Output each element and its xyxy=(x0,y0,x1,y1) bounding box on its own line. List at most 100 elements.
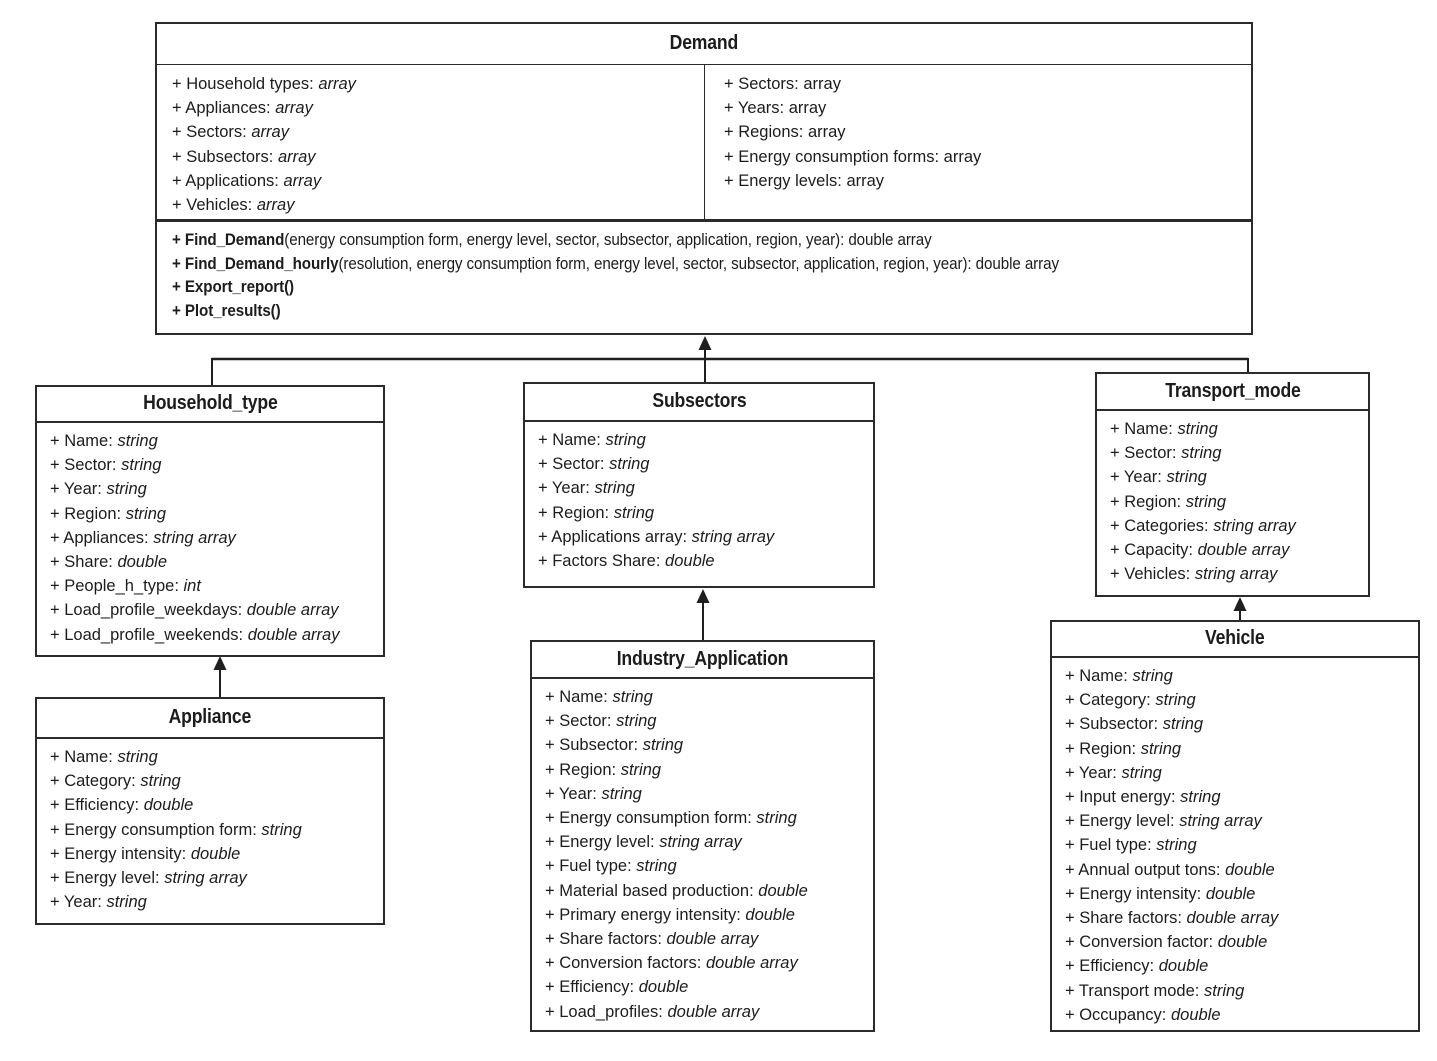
class-title-text: Industry_Application xyxy=(616,648,789,670)
attribute-type: double array xyxy=(1186,909,1279,928)
attribute-type: double array xyxy=(666,930,759,949)
class-vehicle-title: Vehicle xyxy=(1052,622,1418,658)
attribute-row: + Region:string xyxy=(1110,490,1364,514)
attribute-label: + Vehicles: xyxy=(172,196,253,215)
method-row: + Plot_results() xyxy=(172,300,1161,324)
class-industry-application: Industry_Application + Name:string + Sec… xyxy=(530,640,875,1032)
attribute-label: + Factors Share: xyxy=(538,552,661,571)
demand-attributes-right: + Sectors:array + Years:array + Regions:… xyxy=(705,65,1251,219)
attribute-row: + Share:double xyxy=(50,550,379,574)
attribute-type: array xyxy=(283,171,322,190)
attribute-row: + Vehicles:string array xyxy=(1110,562,1364,586)
attribute-type: string xyxy=(106,480,147,499)
attribute-row: + Sector:string xyxy=(538,452,869,476)
attribute-type: string array xyxy=(153,528,236,547)
attribute-label: + Efficiency: xyxy=(545,978,635,997)
attribute-row: + Load_profile_weekdays:double array xyxy=(50,598,379,622)
attribute-row: + Region:string xyxy=(538,501,869,525)
attribute-label: + Energy levels: xyxy=(724,171,842,190)
method-name: + Export_report() xyxy=(172,278,295,296)
attribute-row: + Annual output tons:double xyxy=(1065,858,1414,882)
attribute-label: + Name: xyxy=(545,688,608,706)
attribute-row: + Vehicles:array xyxy=(172,193,700,217)
attribute-type: string xyxy=(1203,981,1245,1000)
attribute-label: + Share: xyxy=(50,553,113,572)
attribute-label: + Conversion factors: xyxy=(545,954,702,973)
attribute-type: int xyxy=(183,577,201,596)
class-industry-application-attributes: + Name:string + Sector:string + Subsecto… xyxy=(532,679,873,1024)
attribute-row: + Energy levels:array xyxy=(724,169,1247,193)
attribute-label: + Household types: xyxy=(172,75,314,93)
attribute-label: + Subsectors: xyxy=(172,147,274,166)
class-demand: Demand + Household types:array + Applian… xyxy=(155,22,1253,335)
method-name: + Plot_results() xyxy=(172,301,281,320)
class-transport-mode-attributes: + Name:string + Sector:string + Year:str… xyxy=(1097,411,1368,586)
attribute-label: + Sector: xyxy=(538,455,605,474)
attribute-row: + Years:array xyxy=(724,96,1247,120)
attribute-type: string array xyxy=(1194,565,1278,584)
attribute-type: array xyxy=(803,75,841,93)
class-title-text: Household_type xyxy=(142,392,278,414)
attribute-row: + Capacity:double array xyxy=(1110,538,1364,562)
attribute-type: string array xyxy=(164,869,247,888)
attribute-row: + Energy consumption forms:array xyxy=(724,145,1247,169)
attribute-label: + Appliances: xyxy=(50,528,149,547)
attribute-type: string xyxy=(1180,788,1221,807)
class-demand-title: Demand xyxy=(157,24,1251,65)
attribute-label: + Fuel type: xyxy=(545,857,632,876)
attribute-label: + Load_profile_weekdays: xyxy=(50,601,243,620)
attribute-row: + Fuel type:string xyxy=(545,854,869,878)
attribute-type: string array xyxy=(1179,812,1262,831)
method-row: + Export_report() xyxy=(172,276,1161,300)
attribute-row: + Sector:string xyxy=(50,453,379,477)
arrowhead-appliance-household xyxy=(213,656,227,670)
attribute-row: + Household types:array xyxy=(172,72,700,96)
class-appliance: Appliance + Name:string + Category:strin… xyxy=(35,697,385,925)
attribute-row: + Subsector:string xyxy=(1065,712,1414,736)
attribute-type: double xyxy=(1170,1005,1221,1024)
attribute-row: + Energy level:string array xyxy=(1065,809,1414,833)
arrowhead-to-demand xyxy=(698,336,712,350)
attribute-row: + Share factors:double array xyxy=(1065,906,1414,930)
attribute-label: + Year: xyxy=(545,784,597,803)
attribute-label: + Share factors: xyxy=(545,930,662,949)
attribute-type: array xyxy=(318,75,356,93)
attribute-type: array xyxy=(251,123,289,142)
attribute-label: + Occupancy: xyxy=(1065,1005,1167,1024)
attribute-type: double array xyxy=(246,601,339,620)
attribute-label: + Vehicles: xyxy=(1110,565,1191,584)
attribute-label: + Energy consumption form: xyxy=(545,809,752,828)
attribute-label: + Input energy: xyxy=(1065,788,1176,807)
class-transport-mode-title: Transport_mode xyxy=(1097,374,1368,411)
attribute-label: + Sector: xyxy=(545,712,612,731)
attribute-label: + Applications: xyxy=(172,171,279,190)
attribute-type: string array xyxy=(659,833,742,852)
attribute-label: + Efficiency: xyxy=(50,796,140,815)
attribute-row: + People_h_type:int xyxy=(50,574,379,598)
attribute-type: string xyxy=(609,455,650,474)
attribute-type: double xyxy=(1205,884,1256,903)
attribute-row: + Fuel type:string xyxy=(1065,833,1414,857)
attribute-label: + Region: xyxy=(50,504,122,523)
class-household-type-attributes: + Name:string + Sector:string + Year:str… xyxy=(37,423,383,647)
method-name: + Find_Demand xyxy=(172,231,285,249)
attribute-type: array xyxy=(275,99,313,118)
attribute-label: + Name: xyxy=(50,432,113,450)
attribute-type: string xyxy=(117,748,158,766)
attribute-row: + Energy intensity:double xyxy=(1065,882,1414,906)
attribute-row: + Energy consumption form:string xyxy=(545,806,869,830)
attribute-type: string xyxy=(1121,763,1162,782)
attribute-type: array xyxy=(256,196,295,215)
class-title-text: Transport_mode xyxy=(1164,380,1301,402)
class-transport-mode: Transport_mode + Name:string + Sector:st… xyxy=(1095,372,1370,597)
attribute-type: double xyxy=(143,796,194,815)
class-appliance-title: Appliance xyxy=(37,699,383,739)
attribute-row: + Name:string xyxy=(538,428,869,452)
method-params: (energy consumption form, energy level, … xyxy=(284,231,932,249)
attribute-label: + Share factors: xyxy=(1065,909,1182,928)
method-row: + Find_Demand(energy consumption form, e… xyxy=(172,229,1161,253)
attribute-row: + Appliances:array xyxy=(172,96,700,120)
attribute-row: + Factors Share:double xyxy=(538,549,869,573)
attribute-label: + Sector: xyxy=(50,456,117,475)
